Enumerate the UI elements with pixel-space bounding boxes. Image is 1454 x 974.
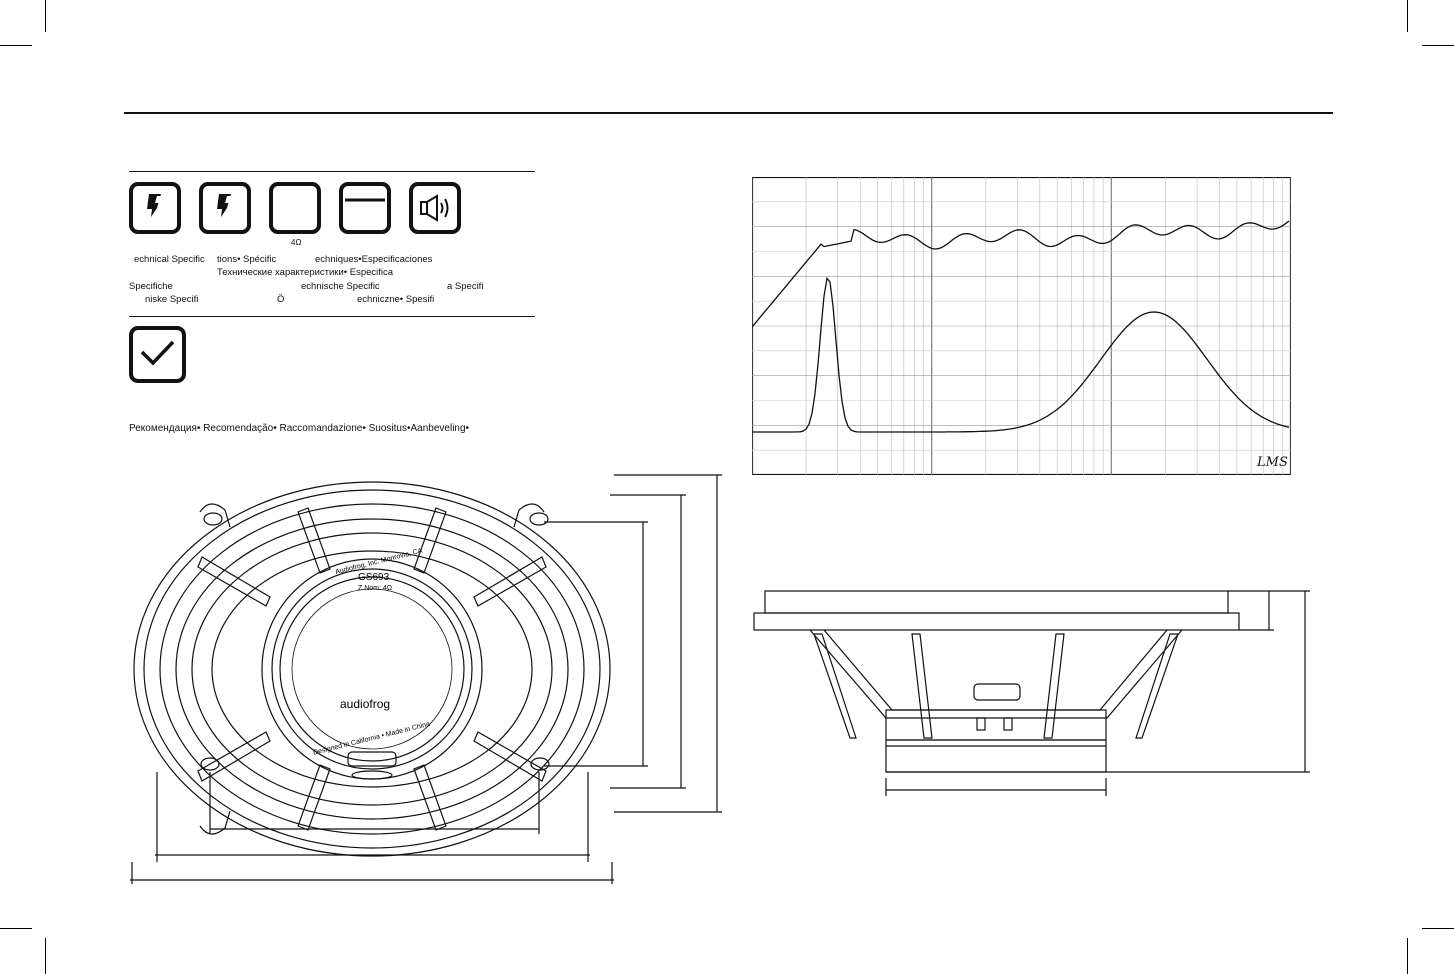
spec-text: niske Specifi [145, 294, 199, 305]
chart-grid [752, 177, 1291, 475]
speaker-front-view: Audiofrog, Inc. Monrovia, CA GS693 Z Nom… [130, 474, 722, 884]
lightning-icon [199, 182, 251, 234]
recommendation-text: Рекомендация• Recomendação• Raccomandazi… [129, 423, 470, 434]
spec-top-rule [129, 171, 535, 172]
spec-text: tions• Spécific [217, 254, 277, 265]
impedance-label: 4Ω [291, 238, 302, 247]
frequency-response-chart [752, 177, 1291, 475]
spec-text: a Specifi [447, 281, 484, 292]
speaker-brand: audiofrog [340, 697, 390, 711]
speaker-model: GS693 [358, 572, 390, 583]
lightning-icon [129, 182, 181, 234]
impedance-curve [752, 276, 1290, 433]
crop-mark [1407, 938, 1408, 974]
spec-bottom-rule [129, 316, 535, 317]
lms-logo: LMS [1257, 455, 1288, 470]
crop-mark [1407, 0, 1408, 32]
speaker-icon [409, 182, 461, 234]
spec-text: echnical Specific [134, 254, 205, 265]
crop-mark [0, 45, 32, 46]
spec-text: Технические характеристики• Especifica [217, 267, 394, 278]
crop-mark [0, 928, 32, 929]
header-rule [124, 112, 1333, 114]
spec-text: echniczne• Spesifi [357, 294, 435, 305]
spl-curve [752, 220, 1290, 328]
speaker-impedance: Z Nom: 4Ω [358, 585, 392, 592]
crop-mark [45, 0, 46, 32]
spec-text: Ö [277, 294, 285, 305]
crop-mark [45, 938, 46, 974]
spec-text: echniques•Especificaciones [315, 254, 433, 265]
spec-text: echnische Specific [301, 281, 380, 292]
spec-text: Specifiche [129, 281, 173, 292]
crop-mark [1422, 45, 1454, 46]
checkmark-icon [129, 326, 186, 383]
speaker-side-view [753, 590, 1310, 796]
window-icon [339, 182, 391, 234]
crop-mark [1422, 928, 1454, 929]
blank-icon [269, 182, 321, 234]
